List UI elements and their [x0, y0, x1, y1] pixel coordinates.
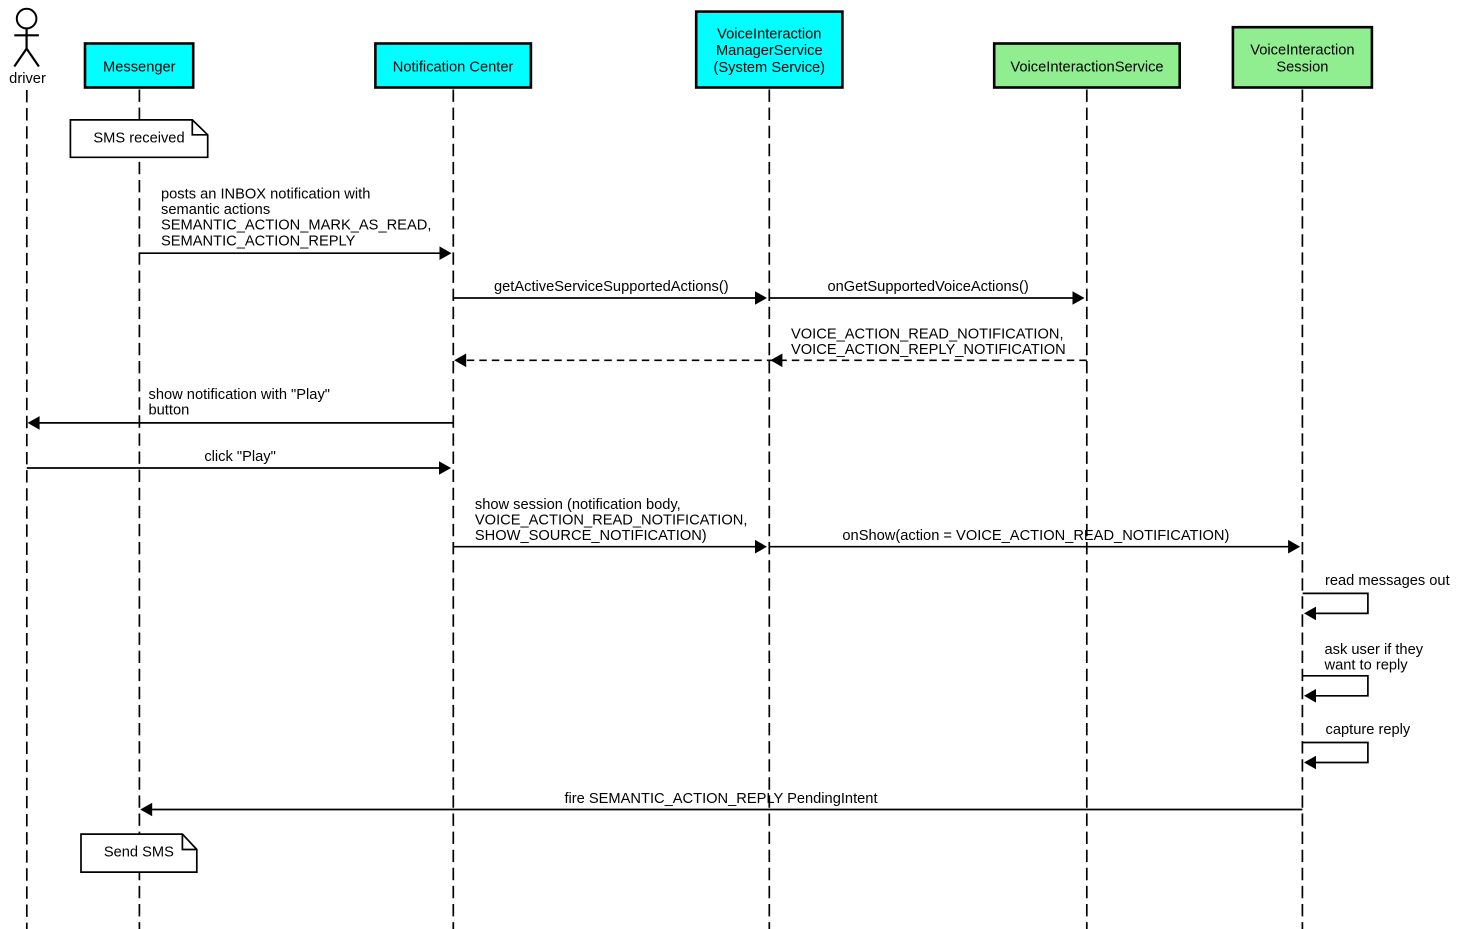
svg-text:Messenger: Messenger: [103, 59, 176, 75]
svg-text:VoiceInteraction: VoiceInteraction: [1250, 43, 1354, 59]
svg-text:read messages out: read messages out: [1325, 573, 1450, 589]
svg-text:Notification Center: Notification Center: [393, 59, 514, 75]
svg-text:SHOW_SOURCE_NOTIFICATION): SHOW_SOURCE_NOTIFICATION): [475, 528, 707, 544]
svg-text:driver: driver: [9, 71, 46, 87]
svg-text:VOICE_ACTION_READ_NOTIFICATION: VOICE_ACTION_READ_NOTIFICATION,: [475, 513, 748, 529]
svg-text:Session: Session: [1276, 60, 1328, 76]
svg-text:SEMANTIC_ACTION_REPLY: SEMANTIC_ACTION_REPLY: [161, 233, 356, 249]
svg-text:getActiveServiceSupportedActio: getActiveServiceSupportedActions(): [494, 279, 729, 295]
svg-text:show notification with "Play": show notification with "Play": [149, 387, 330, 403]
svg-text:capture reply: capture reply: [1326, 722, 1411, 738]
svg-text:SMS received: SMS received: [93, 131, 184, 147]
svg-text:want to reply: want to reply: [1324, 658, 1409, 674]
svg-text:SEMANTIC_ACTION_MARK_AS_READ,: SEMANTIC_ACTION_MARK_AS_READ,: [161, 218, 431, 234]
svg-text:show session (notification bod: show session (notification body,: [475, 497, 681, 513]
svg-text:VOICE_ACTION_REPLY_NOTIFICATIO: VOICE_ACTION_REPLY_NOTIFICATION: [791, 342, 1066, 358]
svg-text:(System Service): (System Service): [714, 60, 826, 76]
svg-text:click "Play": click "Play": [204, 449, 276, 465]
svg-text:semantic actions: semantic actions: [161, 202, 270, 218]
svg-text:VoiceInteraction: VoiceInteraction: [717, 26, 821, 42]
svg-text:onGetSupportedVoiceActions(): onGetSupportedVoiceActions(): [827, 279, 1028, 295]
svg-text:Send SMS: Send SMS: [104, 845, 174, 861]
svg-text:button: button: [149, 403, 190, 419]
svg-text:ask user if they: ask user if they: [1325, 642, 1424, 658]
svg-text:onShow(action = VOICE_ACTION_R: onShow(action = VOICE_ACTION_READ_NOTIFI…: [842, 528, 1229, 544]
svg-text:VOICE_ACTION_READ_NOTIFICATION: VOICE_ACTION_READ_NOTIFICATION,: [791, 326, 1064, 342]
svg-text:ManagerService: ManagerService: [716, 43, 823, 59]
svg-text:VoiceInteractionService: VoiceInteractionService: [1010, 59, 1163, 75]
svg-text:posts an INBOX notification wi: posts an INBOX notification with: [161, 186, 370, 202]
svg-text:fire SEMANTIC_ACTION_REPLY Pen: fire SEMANTIC_ACTION_REPLY PendingIntent: [564, 791, 877, 807]
